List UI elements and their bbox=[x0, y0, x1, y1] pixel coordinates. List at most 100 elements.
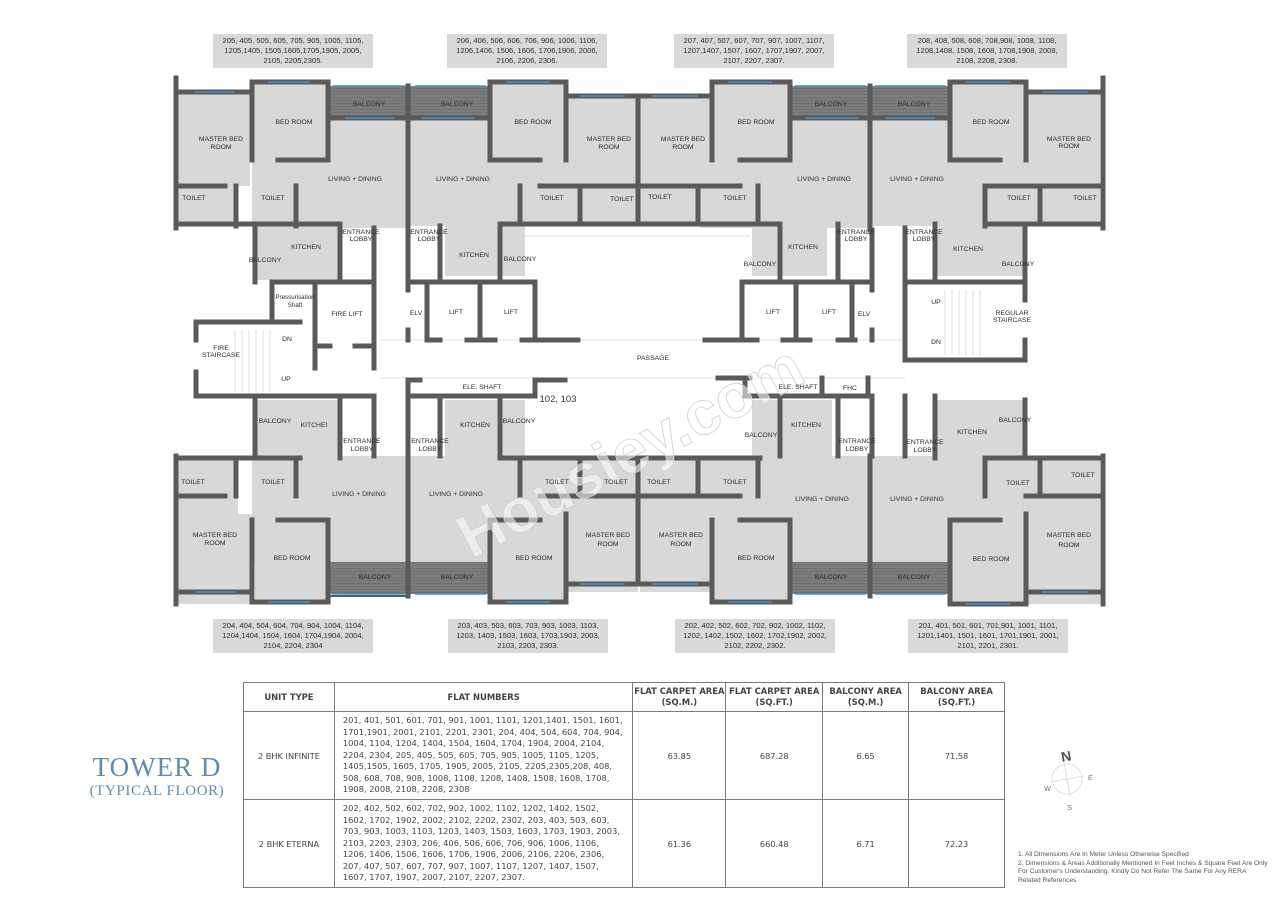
svg-text:ROOM: ROOM bbox=[670, 541, 691, 548]
header-unit-type: UNIT TYPE bbox=[243, 682, 335, 712]
svg-text:BED ROOM: BED ROOM bbox=[972, 119, 1009, 126]
svg-text:ELV: ELV bbox=[410, 310, 423, 317]
svg-text:BALCONY: BALCONY bbox=[504, 256, 537, 263]
svg-text:MASTER BED: MASTER BED bbox=[661, 136, 705, 143]
flat-label-01: 201, 401, 501, 601, 701,901, 1001, 1101,… bbox=[908, 619, 1068, 653]
unit-type-cell: 2 BHK INFINITE bbox=[243, 711, 335, 800]
svg-text:MASTER BED: MASTER BED bbox=[199, 136, 243, 143]
top-flats-fill bbox=[178, 82, 1100, 280]
svg-text:TOILET: TOILET bbox=[1007, 195, 1031, 202]
svg-text:ROOM: ROOM bbox=[597, 541, 618, 548]
svg-text:BALCONY: BALCONY bbox=[503, 418, 536, 425]
flat-label-06: 206, 406, 506, 606, 706, 906, 1006, 1106… bbox=[447, 34, 607, 68]
svg-text:FIRE: FIRE bbox=[213, 345, 229, 352]
tower-name: TOWER D bbox=[92, 752, 222, 782]
balconies bbox=[330, 86, 948, 594]
svg-text:BALCONY: BALCONY bbox=[745, 432, 778, 439]
svg-text:TOILET: TOILET bbox=[182, 195, 206, 202]
svg-text:ROOM: ROOM bbox=[210, 144, 231, 151]
svg-text:BALCONY: BALCONY bbox=[441, 574, 474, 581]
svg-text:BED ROOM: BED ROOM bbox=[273, 555, 310, 562]
svg-text:TOILET: TOILET bbox=[1073, 195, 1097, 202]
svg-text:LIFT: LIFT bbox=[449, 309, 463, 316]
svg-text:BED ROOM: BED ROOM bbox=[515, 555, 552, 562]
svg-text:KITCHEN: KITCHEN bbox=[459, 252, 489, 259]
svg-text:DN: DN bbox=[282, 336, 292, 343]
svg-text:BALCONY: BALCONY bbox=[999, 417, 1032, 424]
flat-label-03: 203, 403, 503, 603, 703, 903, 1003, 1103… bbox=[448, 619, 608, 653]
svg-text:BALCONY: BALCONY bbox=[898, 101, 931, 108]
svg-text:MASTER BED: MASTER BED bbox=[193, 532, 237, 539]
svg-text:LIVING + DINING: LIVING + DINING bbox=[436, 176, 490, 183]
table-header-row: UNIT TYPE FLAT NUMBERS FLAT CARPET AREA … bbox=[243, 682, 1005, 712]
carpet-sqm-cell: 63.85 bbox=[632, 711, 727, 800]
bottom-room-labels: BALCONY KITCHEI ENTRANCE LOBBY TOILET TO… bbox=[181, 417, 1095, 581]
svg-text:ENTRANCE: ENTRANCE bbox=[411, 438, 449, 445]
unit-area-table: UNIT TYPE FLAT NUMBERS FLAT CARPET AREA … bbox=[243, 682, 1005, 888]
svg-text:TOILET: TOILET bbox=[545, 479, 569, 486]
svg-text:LOBBY: LOBBY bbox=[845, 236, 868, 243]
svg-text:BALCONY: BALCONY bbox=[815, 574, 848, 581]
svg-text:TOILET: TOILET bbox=[723, 195, 747, 202]
floor-type: (TYPICAL FLOOR) bbox=[89, 783, 225, 799]
svg-text:MASTER BED: MASTER BED bbox=[1047, 532, 1091, 539]
svg-text:BALCONY: BALCONY bbox=[249, 257, 282, 264]
svg-text:BALCONY: BALCONY bbox=[1002, 261, 1035, 268]
flat-numbers-cell: 202, 402, 502, 602, 702, 902, 1002, 1102… bbox=[333, 799, 634, 888]
svg-text:PASSAGE: PASSAGE bbox=[637, 355, 669, 362]
windows bbox=[195, 81, 1088, 605]
svg-text:BALCONY: BALCONY bbox=[815, 101, 848, 108]
balcony-sqft-cell: 72.23 bbox=[908, 799, 1005, 888]
svg-text:BED ROOM: BED ROOM bbox=[737, 555, 774, 562]
svg-text:TOILET: TOILET bbox=[723, 479, 747, 486]
svg-text:BED ROOM: BED ROOM bbox=[275, 119, 312, 126]
svg-text:W: W bbox=[1044, 784, 1052, 793]
svg-text:BED ROOM: BED ROOM bbox=[972, 556, 1009, 563]
unit-type-cell: 2 BHK ETERNA bbox=[243, 799, 335, 888]
svg-text:REGULAR: REGULAR bbox=[996, 310, 1029, 317]
svg-text:LOBBY: LOBBY bbox=[418, 236, 441, 243]
svg-text:N: N bbox=[1060, 748, 1073, 765]
svg-text:TOILET: TOILET bbox=[540, 195, 564, 202]
svg-text:ENTRANCE: ENTRANCE bbox=[837, 229, 875, 236]
flat-label-02: 202, 402, 502, 602, 702, 902, 1002, 1102… bbox=[675, 619, 835, 653]
balcony-sqm-cell: 6.71 bbox=[822, 799, 910, 888]
svg-text:LIVING + DINING: LIVING + DINING bbox=[890, 496, 944, 503]
svg-text:TOILET: TOILET bbox=[261, 195, 285, 202]
svg-text:TOILET: TOILET bbox=[261, 479, 285, 486]
svg-text:LIVING + DINING: LIVING + DINING bbox=[795, 496, 849, 503]
balcony-sqm-cell: 6.65 bbox=[822, 711, 910, 800]
svg-text:MASTER BED: MASTER BED bbox=[659, 532, 703, 539]
svg-text:KITCHEN: KITCHEN bbox=[460, 422, 490, 429]
svg-text:UP: UP bbox=[931, 299, 941, 306]
svg-text:ELE. SHAFT: ELE. SHAFT bbox=[463, 384, 502, 391]
svg-text:LIVING + DINING: LIVING + DINING bbox=[328, 176, 382, 183]
floor-plan: Housiey.com MASTER BED ROOM BED ROOM BAL… bbox=[173, 75, 1106, 607]
svg-text:MASTER BED: MASTER BED bbox=[587, 136, 631, 143]
svg-text:BALCONY: BALCONY bbox=[359, 574, 392, 581]
header-carpet-sqm: FLAT CARPET AREA (SQ.M.) bbox=[632, 682, 727, 712]
svg-text:LIVING + DINING: LIVING + DINING bbox=[890, 176, 944, 183]
top-room-labels: MASTER BED ROOM BED ROOM BALCONY LIVING … bbox=[182, 101, 1097, 268]
svg-text:BALCONY: BALCONY bbox=[353, 101, 386, 108]
svg-text:BALCONY: BALCONY bbox=[441, 101, 474, 108]
svg-text:BALCONY: BALCONY bbox=[898, 574, 931, 581]
header-flat-numbers: FLAT NUMBERS bbox=[333, 682, 634, 712]
svg-text:ENTRANCE: ENTRANCE bbox=[906, 439, 944, 446]
svg-text:BALCONY: BALCONY bbox=[744, 261, 777, 268]
svg-text:ENTRANCE: ENTRANCE bbox=[342, 229, 380, 236]
svg-text:TOILET: TOILET bbox=[604, 479, 628, 486]
svg-text:ROOM: ROOM bbox=[598, 144, 619, 151]
svg-text:Pressurisation: Pressurisation bbox=[275, 294, 315, 301]
svg-text:DN: DN bbox=[931, 339, 941, 346]
svg-text:KITCHEN: KITCHEN bbox=[957, 429, 987, 436]
carpet-sqft-cell: 687.28 bbox=[725, 711, 824, 800]
svg-text:LIFT: LIFT bbox=[504, 309, 518, 316]
svg-text:UP: UP bbox=[281, 376, 291, 383]
svg-text:102, 103: 102, 103 bbox=[540, 394, 577, 405]
svg-text:ROOM: ROOM bbox=[1058, 143, 1079, 150]
svg-text:ENTRANCE: ENTRANCE bbox=[343, 438, 381, 445]
compass-icon: N E W S bbox=[1044, 748, 1093, 812]
svg-text:FHC: FHC bbox=[843, 385, 857, 392]
table-row: 2 BHK INFINITE 201, 401, 501, 601, 701, … bbox=[243, 711, 1005, 800]
